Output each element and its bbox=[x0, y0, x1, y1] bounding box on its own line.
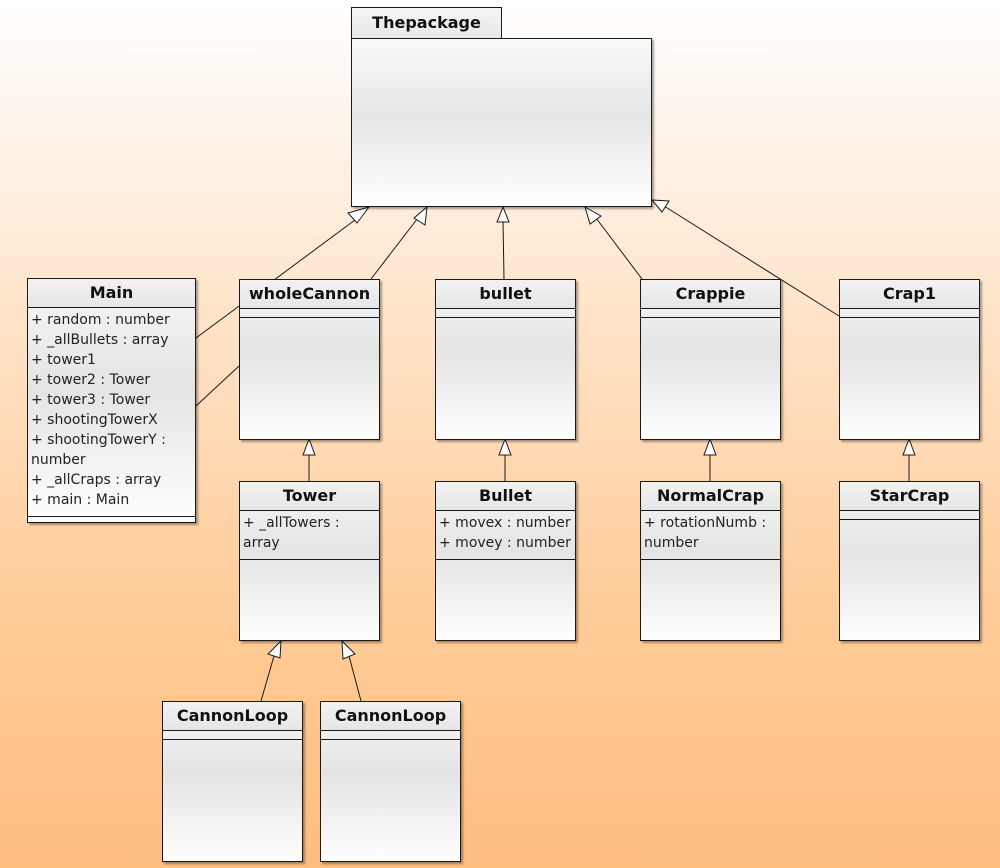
class-attributes: + _allTowers : array bbox=[240, 511, 379, 560]
attribute: + tower1 bbox=[31, 352, 96, 368]
class-wholecannon[interactable]: wholeCannon bbox=[239, 279, 380, 440]
generalization-arrowhead bbox=[703, 437, 717, 456]
attribute: + tower3 : Tower bbox=[31, 392, 151, 408]
class-crappie[interactable]: Crappie bbox=[640, 279, 781, 440]
edge-wholecannon-to-package bbox=[370, 213, 422, 280]
attribute: + _allTowers : array bbox=[243, 515, 340, 551]
class-normalcrap[interactable]: NormalCrap + rotationNumb : number bbox=[640, 481, 781, 641]
generalization-arrowhead bbox=[584, 205, 602, 225]
generalization-arrowhead bbox=[347, 206, 371, 224]
class-name: CannonLoop bbox=[321, 702, 460, 731]
class-attributes: + movex : number + movey : number bbox=[436, 511, 575, 560]
edge-cannonloop1-to-tower bbox=[260, 655, 275, 702]
generalization-arrowhead bbox=[302, 437, 316, 456]
attribute: + random : number bbox=[31, 312, 170, 328]
class-bullet-sub[interactable]: Bullet + movex : number + movey : number bbox=[435, 481, 576, 641]
class-starcrap[interactable]: StarCrap bbox=[839, 481, 980, 641]
class-name: bullet bbox=[436, 280, 575, 309]
generalization-arrowhead bbox=[267, 639, 282, 659]
class-name: Bullet bbox=[436, 482, 575, 511]
class-attributes bbox=[840, 511, 979, 520]
class-name: StarCrap bbox=[840, 482, 979, 511]
generalization-arrowhead bbox=[496, 205, 510, 223]
package-body[interactable] bbox=[351, 38, 652, 207]
edge-main-to-package bbox=[195, 213, 364, 339]
class-attributes: + rotationNumb : number bbox=[641, 511, 780, 560]
attribute: + shootingTowerX bbox=[31, 412, 158, 428]
edge-bullet-to-package bbox=[502, 219, 505, 280]
attribute: + shootingTowerY : number bbox=[31, 432, 166, 468]
attribute: + rotationNumb : number bbox=[644, 515, 767, 551]
edge-crappie-to-package bbox=[592, 213, 643, 280]
generalization-arrowhead bbox=[902, 437, 916, 456]
attribute: + movey : number bbox=[439, 535, 571, 551]
class-name: NormalCrap bbox=[641, 482, 780, 511]
class-tower[interactable]: Tower + _allTowers : array bbox=[239, 481, 380, 641]
attribute: + tower2 : Tower bbox=[31, 372, 151, 388]
class-attributes bbox=[436, 309, 575, 318]
class-name: Crappie bbox=[641, 280, 780, 309]
attribute: + main : Main bbox=[31, 492, 130, 508]
class-cannonloop-1[interactable]: CannonLoop bbox=[162, 701, 303, 862]
package-tab[interactable]: Thepackage bbox=[351, 7, 502, 39]
attribute: + _allCraps : array bbox=[31, 472, 162, 488]
class-name: Main bbox=[28, 279, 195, 308]
generalization-arrowhead bbox=[498, 437, 512, 456]
class-bullet[interactable]: bullet bbox=[435, 279, 576, 440]
class-name: Crap1 bbox=[840, 280, 979, 309]
attribute: + movex : number bbox=[439, 515, 571, 531]
class-name: wholeCannon bbox=[240, 280, 379, 309]
edge-crap1-to-package bbox=[663, 205, 840, 317]
generalization-arrowhead bbox=[413, 205, 428, 226]
class-main[interactable]: Main + random : number + _allBullets : a… bbox=[27, 278, 196, 523]
class-attributes bbox=[163, 731, 302, 740]
class-attributes bbox=[240, 309, 379, 318]
package-name: Thepackage bbox=[372, 13, 481, 32]
edge-main-to-wholecannon bbox=[195, 365, 240, 407]
generalization-arrowhead bbox=[341, 639, 356, 660]
generalization-arrowhead bbox=[650, 199, 670, 213]
class-attributes: + random : number + _allBullets : array … bbox=[28, 308, 195, 517]
class-cannonloop-2[interactable]: CannonLoop bbox=[320, 701, 461, 862]
class-attributes bbox=[840, 309, 979, 318]
class-attributes bbox=[321, 731, 460, 740]
class-name: Tower bbox=[240, 482, 379, 511]
edge-cannonloop2-to-tower bbox=[348, 655, 362, 702]
class-name: CannonLoop bbox=[163, 702, 302, 731]
class-attributes bbox=[641, 309, 780, 318]
attribute: + _allBullets : array bbox=[31, 332, 169, 348]
class-crap1[interactable]: Crap1 bbox=[839, 279, 980, 440]
